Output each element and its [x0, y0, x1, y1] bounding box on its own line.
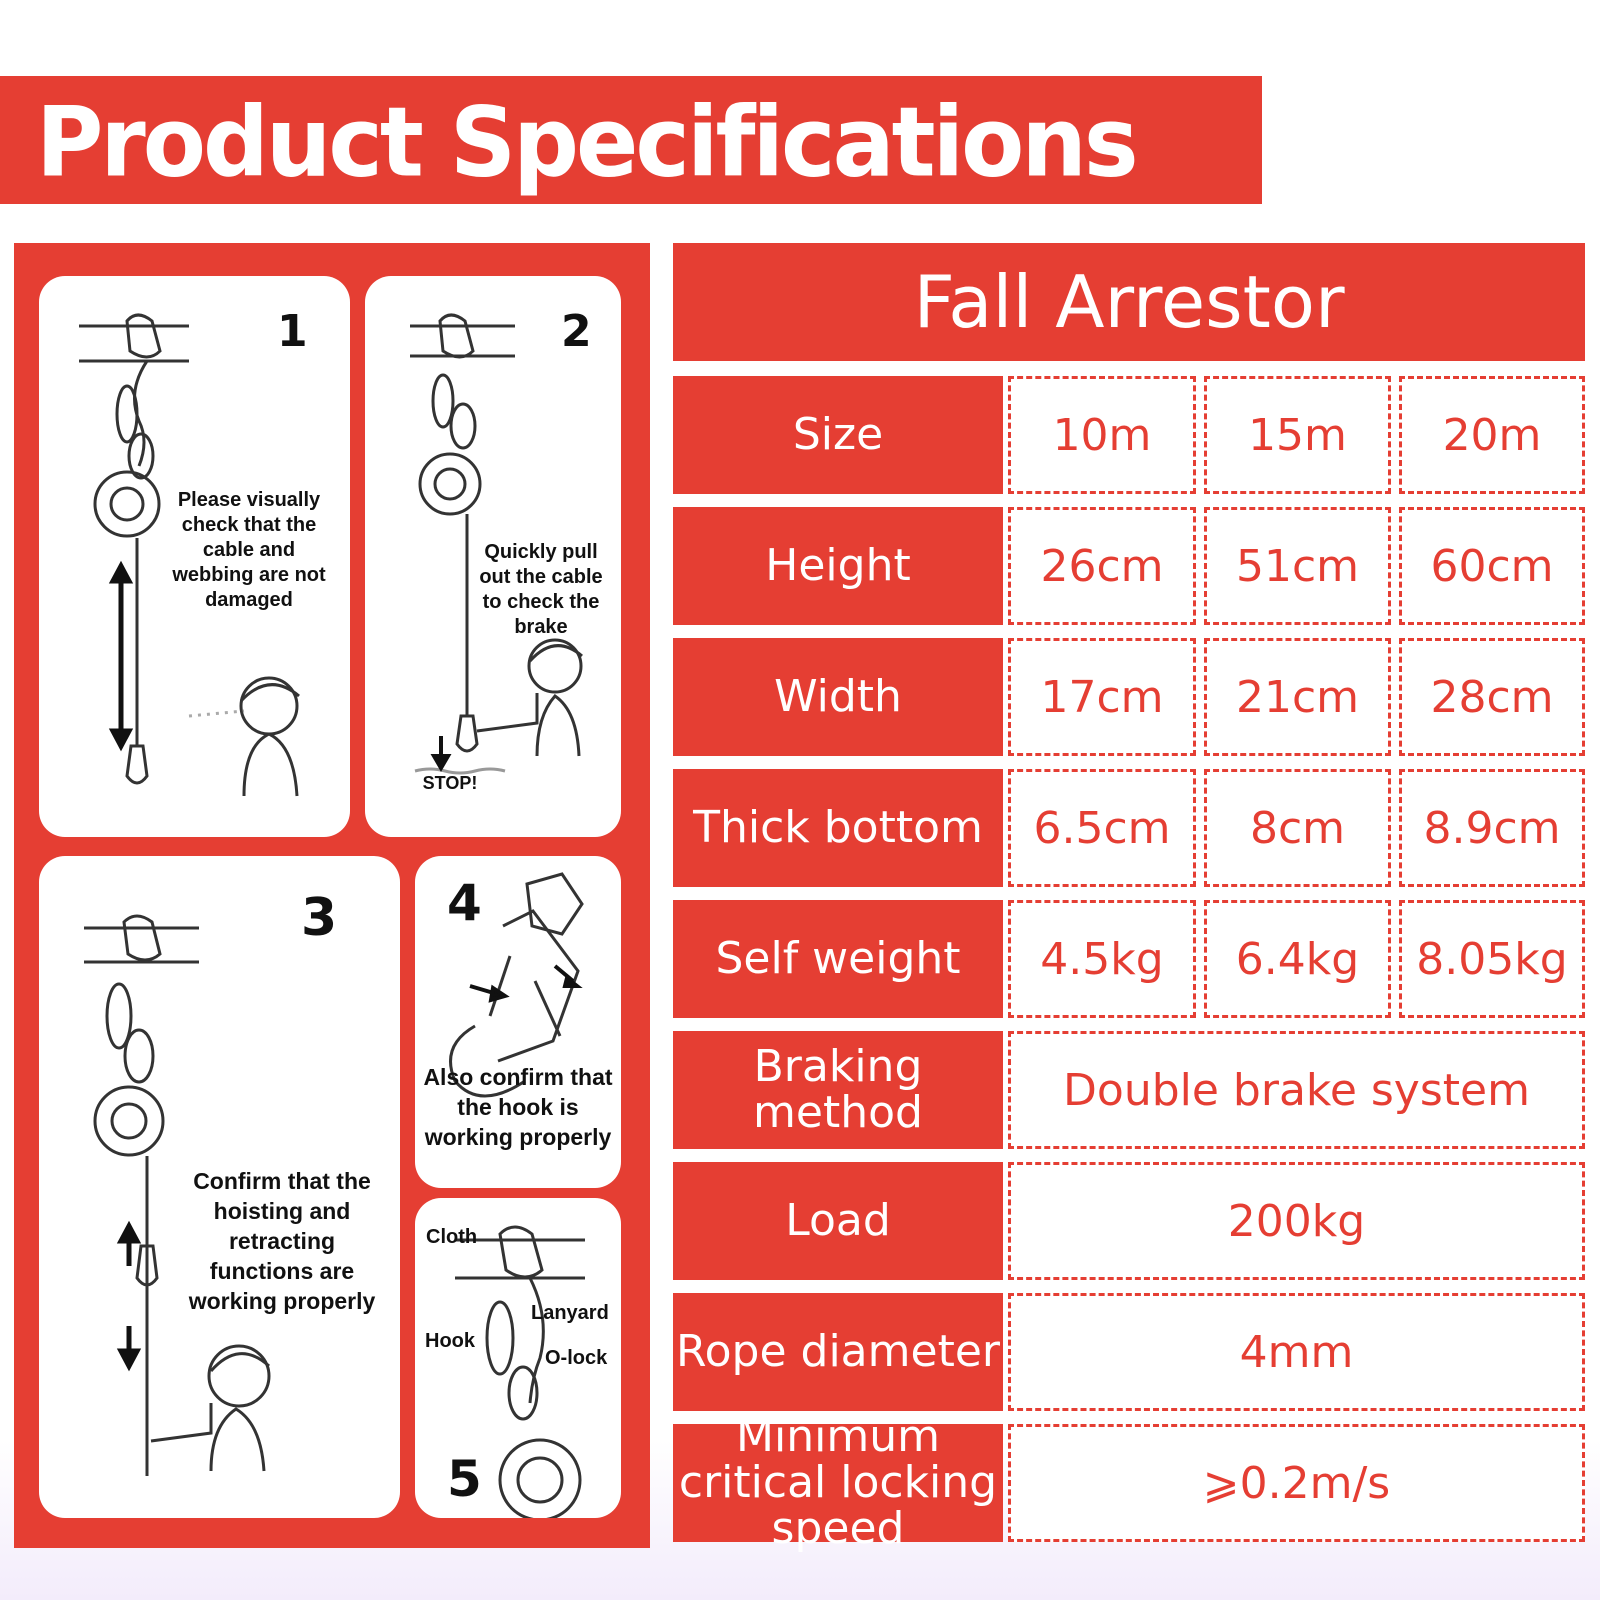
value-cell: 51cm — [1204, 507, 1391, 625]
step-4-text: Also confirm that the hook is working pr… — [423, 1064, 613, 1150]
value-cell: 200kg — [1008, 1162, 1585, 1280]
instruction-card-2: 2 Quickly pull out the cable to check th… — [365, 276, 621, 837]
spec-row-locking-speed: Minimum critical locking speed ⩾0.2m/s — [673, 1414, 1585, 1552]
hook-check-illustration — [449, 872, 584, 1098]
value-cell: 8.05kg — [1399, 900, 1585, 1018]
row-label: Self weight — [673, 900, 1003, 1018]
spec-row-height: Height 26cm 51cm 60cm — [673, 507, 1585, 625]
value-cell: 17cm — [1008, 638, 1196, 756]
spec-row-size: Size 10m 15m 20m — [673, 376, 1585, 494]
instruction-card-5: Cloth Lanyard Hook O-lock 5 — [415, 1198, 621, 1518]
value-cell: 8cm — [1204, 769, 1391, 887]
stop-label: STOP! — [422, 773, 478, 793]
value-cell: ⩾0.2m/s — [1008, 1424, 1585, 1542]
value-cell: 4mm — [1008, 1293, 1585, 1411]
value-cell: 6.4kg — [1204, 900, 1391, 1018]
value-cell: 10m — [1008, 376, 1196, 494]
step-number-4: 4 — [447, 874, 482, 932]
spec-table-header: Fall Arrestor — [673, 243, 1585, 361]
title-banner: Product Specifications — [0, 76, 1262, 204]
spec-row-width: Width 17cm 21cm 28cm — [673, 638, 1585, 756]
value-cell: 6.5cm — [1008, 769, 1196, 887]
row-label: Braking method — [673, 1031, 1003, 1149]
hook-label: Hook — [425, 1330, 475, 1352]
lanyard-label: Lanyard — [531, 1302, 609, 1324]
value-cell: 4.5kg — [1008, 900, 1196, 1018]
spec-row-thick-bottom: Thick bottom 6.5cm 8cm 8.9cm — [673, 769, 1585, 887]
spec-row-rope-diameter: Rope diameter 4mm — [673, 1293, 1585, 1411]
spec-row-braking-method: Braking method Double brake system — [673, 1031, 1585, 1149]
instruction-card-4: 4 Also confirm that the hook is working … — [415, 856, 621, 1188]
instruction-card-1: 1 Please visually check that the cable a… — [39, 276, 350, 837]
step-number-1: 1 — [277, 306, 308, 357]
hoisting-check-illustration — [84, 914, 271, 1476]
value-cell: Double brake system — [1008, 1031, 1585, 1149]
brake-test-illustration — [410, 313, 583, 775]
value-cell: 21cm — [1204, 638, 1391, 756]
usage-instructions-panel: 1 Please visually check that the cable a… — [14, 243, 650, 1548]
value-cell: 15m — [1204, 376, 1391, 494]
row-label: Thick bottom — [673, 769, 1003, 887]
row-label: Height — [673, 507, 1003, 625]
value-cell: 8.9cm — [1399, 769, 1585, 887]
page-title: Product Specifications — [36, 86, 1139, 199]
step-number-3: 3 — [301, 888, 338, 948]
cloth-label: Cloth — [426, 1226, 478, 1248]
row-label: Minimum critical locking speed — [673, 1414, 1003, 1552]
product-name: Fall Arrestor — [913, 260, 1345, 344]
step-3-text: Confirm that the hoisting and retracting… — [188, 1168, 376, 1314]
row-label: Load — [673, 1162, 1003, 1280]
row-label: Rope diameter — [673, 1293, 1003, 1411]
step-2-text: Quickly pull out the cable to check the … — [479, 541, 603, 638]
value-cell: 20m — [1399, 376, 1585, 494]
spec-row-load: Load 200kg — [673, 1162, 1585, 1280]
step-1-text: Please visually check that the cable and… — [172, 489, 326, 611]
row-label: Width — [673, 638, 1003, 756]
value-cell: 26cm — [1008, 507, 1196, 625]
step-number-2: 2 — [561, 306, 592, 357]
value-cell: 60cm — [1399, 507, 1585, 625]
cable-inspection-illustration — [79, 313, 300, 797]
row-label: Size — [673, 376, 1003, 494]
component-diagram-illustration — [455, 1225, 585, 1518]
spec-row-self-weight: Self weight 4.5kg 6.4kg 8.05kg — [673, 900, 1585, 1018]
value-cell: 28cm — [1399, 638, 1585, 756]
instruction-card-3: 3 Confirm that the hoisting and retracti… — [39, 856, 400, 1518]
step-number-5: 5 — [447, 1450, 482, 1508]
olock-label: O-lock — [545, 1347, 608, 1369]
